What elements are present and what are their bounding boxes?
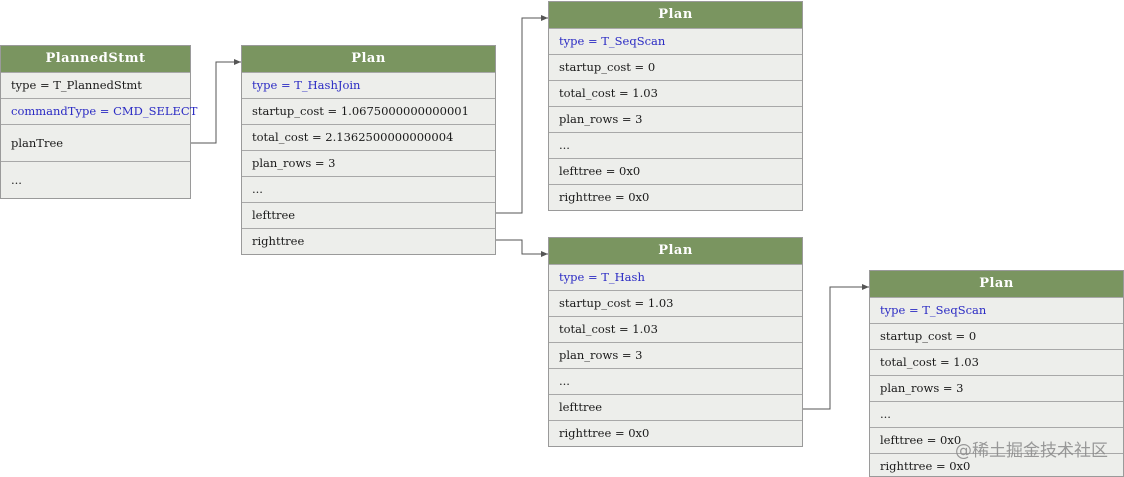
hash-total-cost-field: total_cost = 1.03: [549, 316, 802, 342]
hashjoin-total-cost-field: total_cost = 2.1362500000000004: [242, 124, 495, 150]
hash-plan-title: Plan: [549, 238, 802, 264]
hashjoin-plan-title: Plan: [242, 46, 495, 72]
seqscan-left-plan-rows-field: plan_rows = 3: [549, 106, 802, 132]
seqscan-right-lefttree-field: lefttree = 0x0: [870, 427, 1123, 453]
planned-stmt-plantree-field: planTree: [1, 124, 190, 161]
connector-righttree-to-hash: [496, 239, 548, 257]
planned-stmt-commandtype-field: commandType = CMD_SELECT: [1, 98, 197, 124]
seqscan-left-total-cost-field: total_cost = 1.03: [549, 80, 802, 106]
seqscan-left-startup-cost-field: startup_cost = 0: [549, 54, 802, 80]
hash-type-field: type = T_Hash: [549, 264, 802, 290]
hashjoin-righttree-field: righttree: [242, 228, 495, 254]
seqscan-right-title: Plan: [870, 271, 1123, 297]
seqscan-plan-node-left: Plan type = T_SeqScan startup_cost = 0 t…: [548, 1, 803, 211]
hash-plan-node: Plan type = T_Hash startup_cost = 1.03 t…: [548, 237, 803, 447]
hash-plan-rows-field: plan_rows = 3: [549, 342, 802, 368]
seqscan-right-ellipsis-field: ...: [870, 401, 1123, 427]
hashjoin-type-field: type = T_HashJoin: [242, 72, 495, 98]
seqscan-left-lefttree-field: lefttree = 0x0: [549, 158, 802, 184]
hashjoin-ellipsis-field: ...: [242, 176, 495, 202]
planned-stmt-node: PlannedStmt type = T_PlannedStmt command…: [0, 45, 197, 199]
connector-lefttree-to-seqscan: [496, 15, 548, 214]
seqscan-left-title: Plan: [549, 2, 802, 28]
hashjoin-startup-cost-field: startup_cost = 1.0675000000000001: [242, 98, 495, 124]
connector-hash-lefttree-to-seqscan: [803, 284, 869, 410]
hashjoin-lefttree-field: lefttree: [242, 202, 495, 228]
hash-ellipsis-field: ...: [549, 368, 802, 394]
hashjoin-plan-node: Plan type = T_HashJoin startup_cost = 1.…: [241, 45, 496, 255]
seqscan-right-total-cost-field: total_cost = 1.03: [870, 349, 1123, 375]
seqscan-right-type-field: type = T_SeqScan: [870, 297, 1123, 323]
seqscan-right-righttree-field: righttree = 0x0: [870, 453, 1123, 476]
seqscan-left-ellipsis-field: ...: [549, 132, 802, 158]
seqscan-right-startup-cost-field: startup_cost = 0: [870, 323, 1123, 349]
hash-startup-cost-field: startup_cost = 1.03: [549, 290, 802, 316]
planned-stmt-title: PlannedStmt: [1, 46, 190, 72]
seqscan-plan-node-right: Plan type = T_SeqScan startup_cost = 0 t…: [869, 270, 1124, 477]
seqscan-left-righttree-field: righttree = 0x0: [549, 184, 802, 210]
connector-plantree-to-hashjoin: [190, 59, 241, 144]
watermark-text: @稀土掘金技术社区: [955, 441, 1108, 461]
planned-stmt-type-field: type = T_PlannedStmt: [1, 72, 190, 98]
seqscan-right-plan-rows-field: plan_rows = 3: [870, 375, 1123, 401]
hash-righttree-field: righttree = 0x0: [549, 420, 802, 446]
seqscan-left-type-field: type = T_SeqScan: [549, 28, 802, 54]
hashjoin-plan-rows-field: plan_rows = 3: [242, 150, 495, 176]
hash-lefttree-field: lefttree: [549, 394, 802, 420]
planned-stmt-ellipsis-field: ...: [1, 161, 190, 198]
